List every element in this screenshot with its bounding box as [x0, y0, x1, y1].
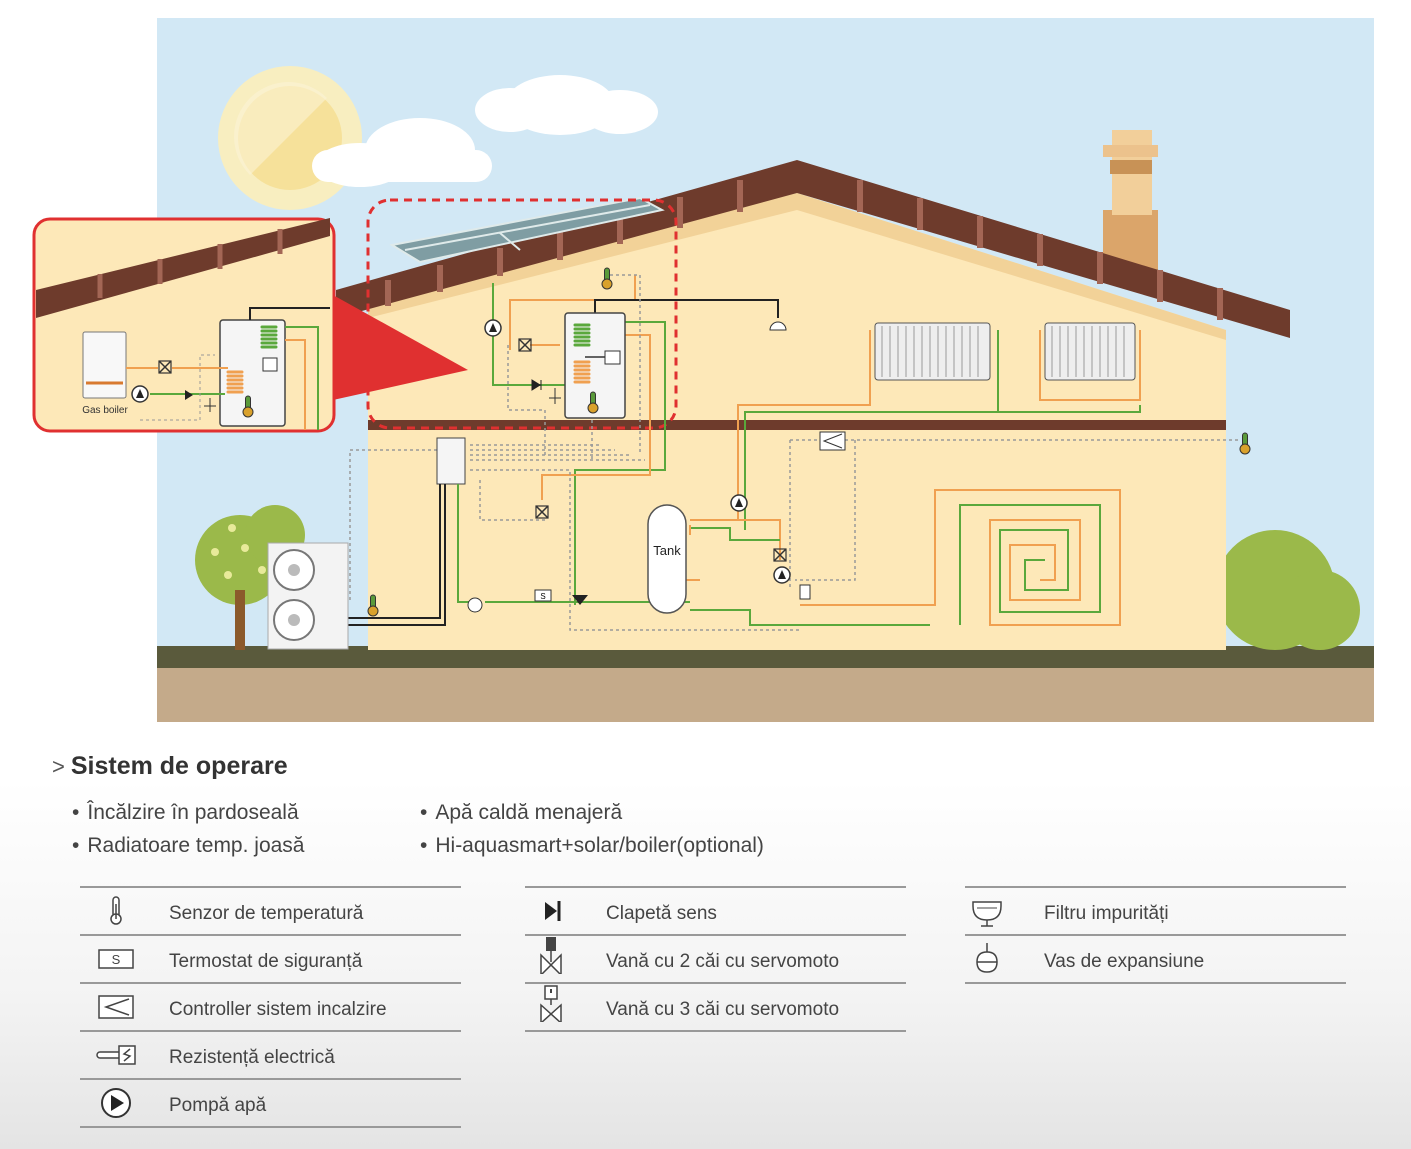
legend-row: Rezistență electrică — [80, 1030, 461, 1078]
expansion-vessel-icon — [976, 943, 998, 973]
legend-row: S Termostat de siguranță — [80, 934, 461, 982]
legend-row: Senzor de temperatură — [80, 886, 461, 934]
legend-label: Controller sistem incalzire — [169, 999, 387, 1020]
tank-label: Tank — [653, 543, 681, 558]
bullet-list-right: Apă caldă menajeră Hi-aquasmart+solar/bo… — [420, 796, 764, 862]
legend-label: Vană cu 3 căi cu servomoto — [606, 999, 840, 1020]
legend-column-2: Clapetă sens Vană cu 2 căi cu servomoto … — [525, 886, 906, 1032]
legend-row: Vană cu 2 căi cu servomoto — [525, 934, 906, 982]
gas-boiler-label: Gas boiler — [82, 405, 128, 416]
legend-label: Clapetă sens — [606, 903, 717, 924]
legend-row: Controller sistem incalzire — [80, 982, 461, 1030]
legend-column-3: Filtru impurități Vas de expansiune — [965, 886, 1346, 984]
safety-thermostat-icon: S — [98, 949, 134, 969]
two-way-valve-icon — [540, 937, 562, 974]
thermometer-icon — [110, 896, 122, 925]
heating-system-diagram: Tank S Gas boiler — [32, 18, 1374, 722]
legend-label: Vană cu 2 căi cu servomoto — [606, 951, 840, 972]
legend-label: Filtru impurități — [1044, 903, 1169, 924]
legend-label: Senzor de temperatură — [169, 903, 364, 924]
legend-row: Vas de expansiune — [965, 934, 1346, 984]
section-title: Sistem de operare — [70, 752, 288, 780]
legend-row: Vană cu 3 căi cu servomoto — [525, 982, 906, 1032]
legend-row: Pompă apă — [80, 1078, 461, 1128]
legend-label: Vas de expansiune — [1044, 951, 1205, 972]
water-pump-icon — [101, 1088, 131, 1118]
svg-text:S: S — [540, 592, 545, 601]
legend-label: Rezistență electrică — [169, 1047, 335, 1068]
electric-heater-icon — [96, 1045, 136, 1065]
bullet-item: Radiatoare temp. joasă — [72, 829, 304, 862]
section-heading: >Sistem de operare — [52, 752, 288, 781]
bullet-item: Încălzire în pardoseală — [72, 796, 305, 829]
legend-row: Clapetă sens — [525, 886, 906, 934]
bullet-item: Hi-aquasmart+solar/boiler(optional) — [420, 829, 764, 862]
check-valve-icon — [545, 901, 561, 921]
chevron-right-icon: > — [52, 754, 65, 779]
legend-row: Filtru impurități — [965, 886, 1346, 934]
legend-label: Termostat de siguranță — [169, 951, 363, 972]
bullet-item: Apă caldă menajeră — [420, 796, 764, 829]
three-way-valve-icon — [540, 985, 562, 1022]
dirt-filter-icon — [972, 901, 1002, 927]
legend-column-1: Senzor de temperatură S Termostat de sig… — [80, 886, 461, 1128]
heating-controller-icon — [98, 995, 134, 1019]
legend-label: Pompă apă — [169, 1095, 267, 1116]
safety-thermostat-letter: S — [112, 952, 121, 967]
bullet-list-left: Încălzire în pardoseală Radiatoare temp.… — [72, 796, 305, 862]
